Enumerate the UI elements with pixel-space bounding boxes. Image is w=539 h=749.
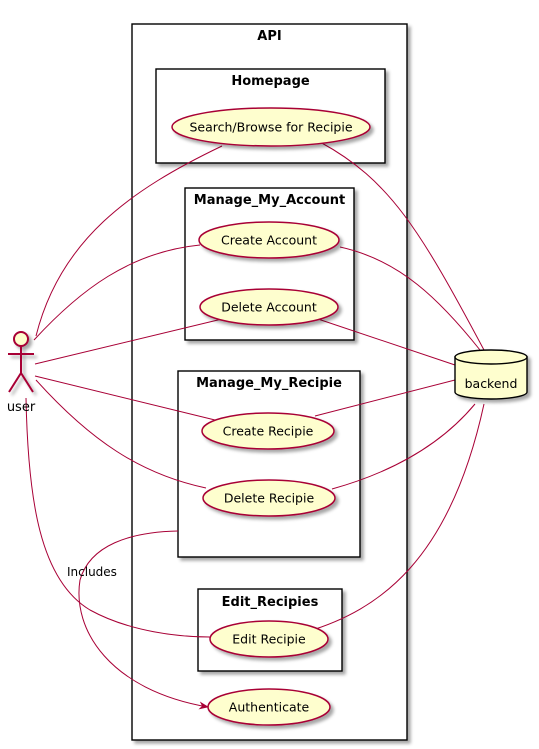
system-title: API xyxy=(257,29,281,44)
use-case-create-account[interactable]: Create Account xyxy=(198,221,340,259)
edge-create-account-backend xyxy=(339,246,481,351)
use-case-create-account-label: Create Account xyxy=(221,233,317,248)
actor-user-label: user xyxy=(7,400,36,415)
use-case-search-label: Search/Browse for Recipie xyxy=(189,120,352,135)
use-case-create-recipie-label: Create Recipie xyxy=(223,424,314,439)
edge-user-create-account xyxy=(33,244,201,341)
database-icon xyxy=(454,349,528,400)
edge-search-backend xyxy=(319,141,485,351)
association-lines xyxy=(25,141,485,710)
use-case-edit-recipie-label: Edit Recipie xyxy=(232,632,306,647)
edge-user-delete-account xyxy=(34,318,223,365)
package-edit-recipies-title: Edit_Recipies xyxy=(222,595,319,610)
use-case-delete-account-label: Delete Account xyxy=(221,300,317,315)
package-manage-my-recipie: Manage_My_Recipie xyxy=(177,370,361,558)
edge-edit-recipie-backend xyxy=(305,403,485,633)
edge-create-recipie-backend xyxy=(314,379,456,417)
edge-user-create-recipie xyxy=(34,375,216,421)
includes-label: Includes xyxy=(67,565,117,579)
package-homepage-title: Homepage xyxy=(231,74,310,89)
use-case-delete-recipie-label: Delete Recipie xyxy=(224,491,315,506)
use-case-edit-recipie[interactable]: Edit Recipie xyxy=(209,620,329,658)
edge-user-edit-recipie xyxy=(25,397,211,638)
stick-figure-icon xyxy=(8,331,34,393)
use-case-search[interactable]: Search/Browse for Recipie xyxy=(171,107,371,147)
edge-user-search xyxy=(35,145,223,337)
package-manage-account-title: Manage_My_Account xyxy=(194,193,345,208)
actor-user[interactable]: user xyxy=(7,331,36,415)
use-case-delete-recipie[interactable]: Delete Recipie xyxy=(202,479,336,517)
edge-user-delete-recipie xyxy=(35,379,207,489)
edge-includes-authenticate xyxy=(78,530,209,710)
use-case-authenticate[interactable]: Authenticate xyxy=(207,688,331,726)
edge-delete-account-backend xyxy=(314,317,456,366)
database-backend-label: backend xyxy=(465,376,518,391)
package-manage-recipie-title: Manage_My_Recipie xyxy=(196,376,342,391)
use-case-delete-account[interactable]: Delete Account xyxy=(199,288,339,326)
use-case-authenticate-label: Authenticate xyxy=(229,700,310,715)
database-backend[interactable]: backend xyxy=(454,349,528,400)
edge-delete-recipie-backend xyxy=(331,403,476,490)
use-case-create-recipie[interactable]: Create Recipie xyxy=(201,412,335,450)
